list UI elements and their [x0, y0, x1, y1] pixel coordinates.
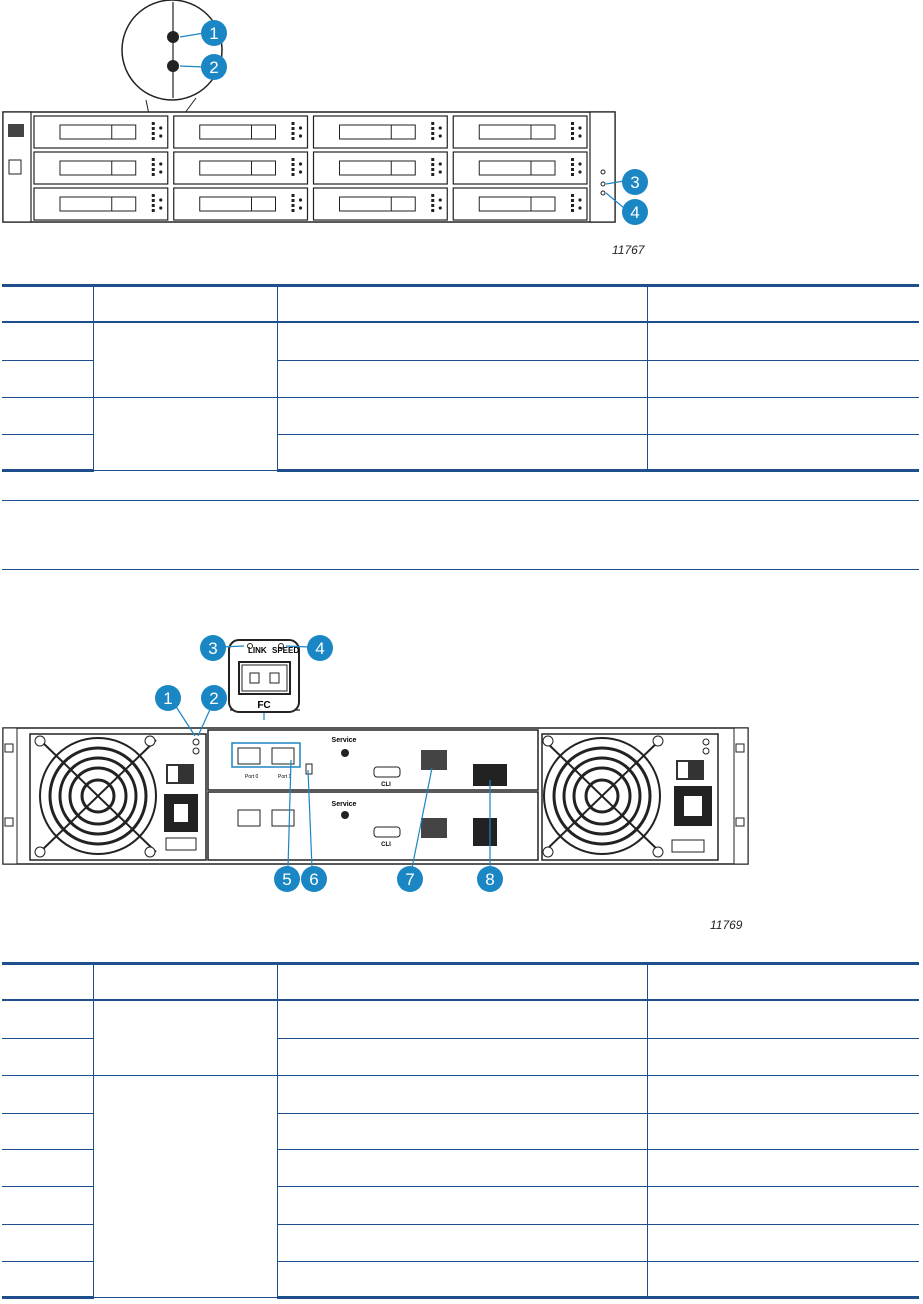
- rear-callout-7: 7: [397, 866, 423, 892]
- drive-bays: [33, 115, 588, 221]
- svg-text:LINK: LINK: [248, 646, 267, 655]
- svg-text:1: 1: [163, 689, 172, 708]
- front-callout-4: 4: [622, 199, 648, 225]
- controller-a: Port 0 Port 1 Service CLI: [207, 729, 539, 791]
- drive-bay: [312, 151, 448, 185]
- drive-bay: [173, 187, 309, 221]
- svg-text:2: 2: [209, 689, 218, 708]
- svg-text:6: 6: [309, 870, 318, 889]
- svg-text:FC: FC: [257, 700, 270, 711]
- svg-text:CLI: CLI: [381, 842, 391, 848]
- note-top-rule: [2, 500, 919, 501]
- rear-callout-5: 5: [274, 866, 300, 892]
- drive-bay: [33, 187, 169, 221]
- drive-bay: [452, 151, 588, 185]
- drive-bay: [33, 115, 169, 149]
- table-row: [2, 1113, 919, 1150]
- figure-number-rear: 11769: [710, 918, 743, 932]
- table-header-row: [2, 285, 919, 323]
- rear-callout-1: 1: [155, 685, 181, 711]
- svg-text:SPEED: SPEED: [272, 646, 299, 655]
- front-callout-1: 1: [201, 20, 227, 46]
- rear-callout-4: 4: [307, 635, 333, 661]
- table-row: [2, 1224, 919, 1262]
- front-panel-illustration: 1 2 3 4: [2, 0, 648, 225]
- svg-text:3: 3: [208, 639, 217, 658]
- left-power-supply: [29, 733, 207, 861]
- table-row: [2, 1038, 919, 1076]
- controller-b: Service CLI: [207, 791, 539, 861]
- svg-text:7: 7: [405, 870, 414, 889]
- svg-text:5: 5: [282, 870, 291, 889]
- table-row: [2, 1261, 919, 1299]
- front-legend-table: [2, 284, 919, 472]
- svg-text:2: 2: [209, 58, 218, 77]
- table-row: [2, 1149, 919, 1187]
- zoom-circle: [121, 0, 223, 101]
- table-row: [2, 397, 919, 471]
- rear-callout-6: 6: [301, 866, 327, 892]
- svg-text:CLI: CLI: [381, 782, 391, 788]
- table-row: [2, 322, 919, 398]
- svg-text:Port 0: Port 0: [245, 774, 259, 780]
- figure-number-front: 11767: [612, 243, 645, 257]
- table-row: [2, 1075, 919, 1298]
- drive-bay: [452, 115, 588, 149]
- svg-text:4: 4: [630, 203, 639, 222]
- table-row: [2, 1186, 919, 1225]
- rear-callout-8: 8: [477, 866, 503, 892]
- right-power-supply: [541, 733, 719, 861]
- table-row: [2, 360, 919, 398]
- right-ear: [589, 111, 616, 223]
- svg-text:Service: Service: [332, 801, 357, 808]
- note-bottom-rule: [2, 569, 919, 570]
- drive-bay: [173, 151, 309, 185]
- front-callout-3: 3: [622, 169, 648, 195]
- hp-logo-icon: [8, 124, 24, 137]
- svg-text:4: 4: [315, 639, 324, 658]
- svg-text:8: 8: [485, 870, 494, 889]
- left-ear: [2, 111, 32, 223]
- drive-bay: [173, 115, 309, 149]
- svg-text:Port 1: Port 1: [278, 774, 292, 780]
- rear-callout-3: 3: [200, 635, 226, 661]
- table-row: [2, 434, 919, 472]
- rear-callout-2: 2: [201, 685, 227, 711]
- drive-bay: [312, 187, 448, 221]
- table-row: [2, 1000, 919, 1076]
- rear-legend-table: [2, 962, 919, 1299]
- front-panel-figure: 1 2 3 4: [0, 0, 923, 262]
- drive-bay: [452, 187, 588, 221]
- svg-text:Service: Service: [332, 737, 357, 744]
- table-header-row: [2, 963, 919, 1001]
- handle-icon: [8, 159, 22, 175]
- svg-text:3: 3: [630, 173, 639, 192]
- rear-panel-figure: LINK SPEED FC: [0, 600, 923, 910]
- svg-text:1: 1: [209, 24, 218, 43]
- rear-panel-illustration: LINK SPEED FC: [2, 635, 749, 892]
- drive-bay: [312, 115, 448, 149]
- drive-bay: [33, 151, 169, 185]
- front-callout-2: 2: [201, 54, 227, 80]
